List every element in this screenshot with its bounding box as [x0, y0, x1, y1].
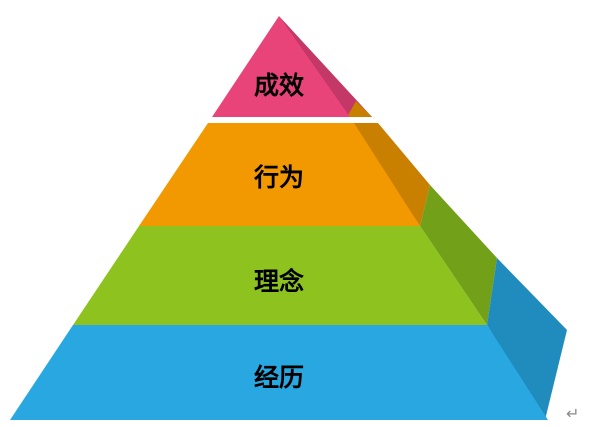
- pyramid-level-1: [212, 16, 350, 117]
- level-gap: [200, 117, 390, 123]
- pyramid-side-level-4: [487, 258, 567, 420]
- pyramid-level-2: [139, 123, 420, 226]
- level-label-2: 行为: [253, 163, 304, 192]
- level-label-1: 成效: [254, 71, 304, 100]
- pyramid-side-level-2: [347, 123, 430, 226]
- level-label-4: 经历: [254, 363, 304, 392]
- paragraph-mark-icon: ↵: [566, 404, 580, 423]
- pyramid-side-level-1: [279, 16, 372, 117]
- level-label-3: 理念: [254, 267, 304, 296]
- pyramid-level-4: [10, 325, 548, 420]
- pyramid-level-3: [73, 226, 487, 325]
- pyramid-side-level-1-orange: [347, 101, 372, 117]
- pyramid-side-level-3: [420, 185, 497, 325]
